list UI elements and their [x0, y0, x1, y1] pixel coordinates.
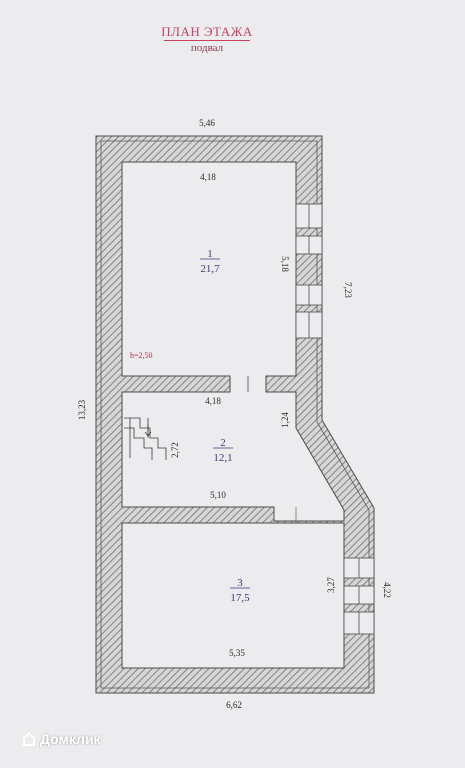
- dim-right-lower: 4,22: [382, 582, 392, 598]
- window-upper-2: [295, 235, 323, 255]
- dim-left-total: 13,23: [77, 399, 87, 420]
- staircase: [124, 417, 167, 460]
- room-1-area: 21,7: [200, 263, 220, 275]
- plan-title-underline: [164, 40, 250, 41]
- plan-title: ПЛАН ЭТАЖА: [161, 24, 253, 39]
- room-2-number: 2: [220, 437, 226, 449]
- room-3-area: 17,5: [230, 592, 250, 604]
- dim-room3-height: 3,27: [326, 577, 336, 593]
- dim-room2-top-width: 4,18: [205, 396, 221, 406]
- door-room2-room3: [274, 507, 344, 523]
- dim-bottom-outer: 6,62: [226, 700, 242, 710]
- room-2-label: 2 12,1: [213, 437, 233, 464]
- plan-subtitle: подвал: [190, 42, 224, 54]
- dim-room1-width: 4,18: [200, 172, 216, 182]
- dim-room2-side: 1,24: [280, 412, 290, 428]
- dim-right-upper: 7,23: [343, 282, 353, 298]
- dim-room3-width: 5,35: [229, 648, 245, 658]
- outer-wall: [95, 135, 375, 694]
- window-upper-4: [295, 311, 323, 339]
- room-1-label: 1 21,7: [200, 248, 220, 275]
- window-lower-3: [343, 611, 375, 635]
- dim-room1-height: 5,18: [280, 256, 290, 272]
- dim-room2-bottom-width: 5,10: [210, 490, 226, 500]
- window-upper-1: [295, 203, 323, 229]
- window-lower-1: [343, 557, 375, 579]
- house-icon: [22, 732, 36, 746]
- domclick-watermark: Домклик: [22, 731, 101, 747]
- watermark-text: Домклик: [40, 731, 101, 747]
- dim-stair-height: 2,72: [170, 442, 180, 458]
- room-2-area: 12,1: [213, 452, 232, 464]
- dim-top-outer: 5,46: [199, 118, 215, 128]
- room-3-number: 3: [237, 577, 243, 589]
- outer-outline: [100, 140, 370, 689]
- window-upper-3: [295, 284, 323, 306]
- ceiling-height-label: h=2,50: [130, 351, 153, 360]
- room-1-number: 1: [207, 248, 213, 260]
- window-lower-2: [343, 585, 375, 605]
- room-3-label: 3 17,5: [230, 577, 250, 604]
